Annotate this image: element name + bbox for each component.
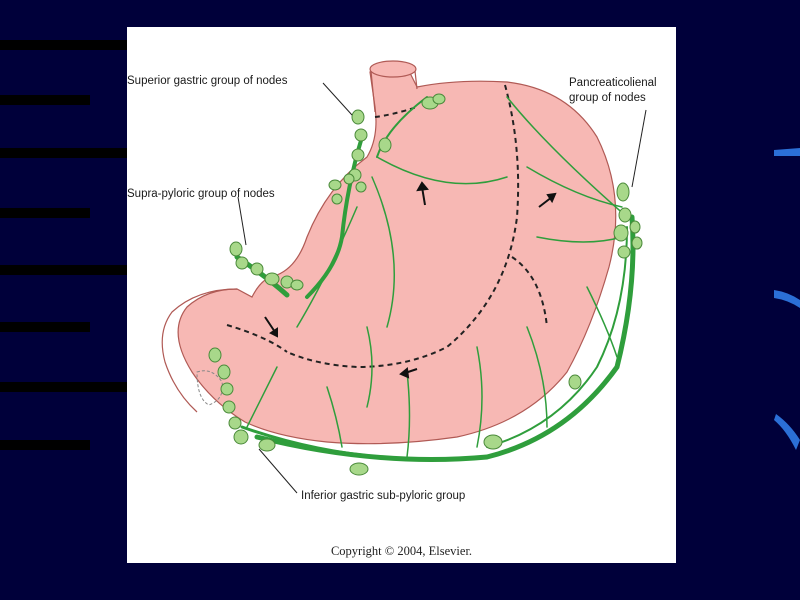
stripe (0, 440, 90, 450)
decor-right-marks (770, 140, 800, 460)
copyright-text: Copyright © 2004, Elsevier. (127, 544, 676, 559)
stripe (0, 40, 130, 50)
stripe (0, 208, 90, 218)
label-inferior-gastric: Inferior gastric sub-pyloric group (301, 489, 465, 503)
esophagus (370, 61, 416, 77)
stripe (0, 322, 90, 332)
label-pancreaticolienal-1: Pancreaticolienal (569, 76, 657, 90)
stripe (0, 382, 130, 392)
stomach-lymph-diagram: Superior gastric group of nodes Pancreat… (127, 27, 676, 563)
stripe (0, 265, 130, 275)
stomach-illustration (127, 27, 676, 563)
label-pancreaticolienal-2: group of nodes (569, 91, 646, 105)
label-superior-gastric: Superior gastric group of nodes (127, 74, 287, 88)
stripe (0, 95, 90, 105)
label-supra-pyloric: Supra-pyloric group of nodes (127, 187, 275, 201)
stripe (0, 148, 130, 158)
stomach-body (178, 70, 616, 444)
